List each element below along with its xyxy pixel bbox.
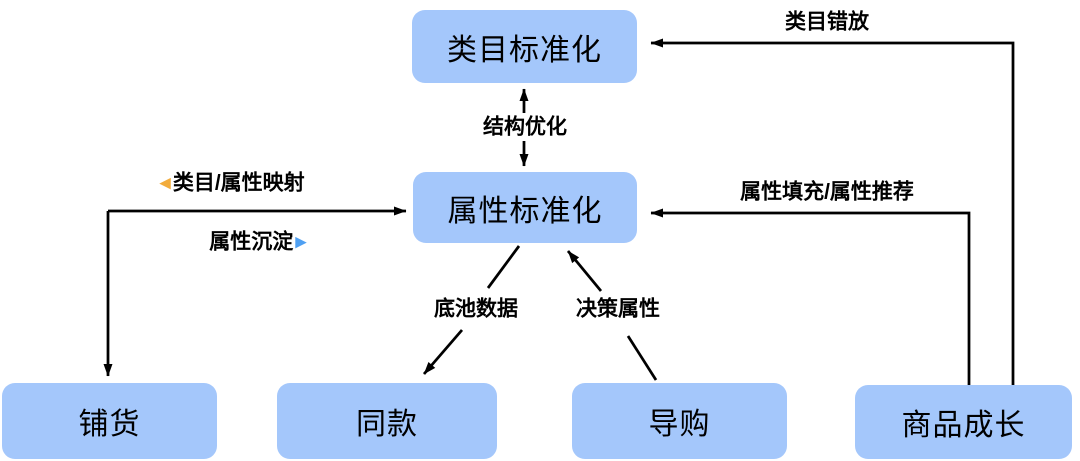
node-label: 类目标准化	[447, 33, 602, 67]
node-same-style: 同款	[277, 383, 497, 459]
node-category-standardization: 类目标准化	[412, 10, 637, 83]
node-stocking: 铺货	[2, 383, 217, 459]
node-label: 同款	[356, 408, 418, 441]
edge-attribute-fill-recommendation	[650, 208, 971, 387]
node-attribute-standardization: 属性标准化	[413, 172, 637, 243]
edge-label-category-attribute-mapping: ◀ 类目/属性映射	[159, 171, 305, 195]
node-shopping-guide: 导购	[572, 383, 787, 459]
edge-label-decision-attributes: 决策属性	[576, 297, 660, 321]
edge-label-category-misplacement: 类目错放	[785, 10, 869, 34]
node-product-growth: 商品成长	[855, 385, 1072, 459]
edge-base-pool-upper	[486, 245, 521, 289]
edge-label-attribute-sedimentation: 属性沉淀 ▶	[209, 230, 307, 254]
node-label: 属性标准化	[447, 194, 603, 228]
node-label: 商品成长	[901, 409, 1026, 442]
edge-decision-upper	[566, 250, 603, 292]
left-triangle-icon: ◀	[159, 174, 171, 192]
node-label: 导购	[648, 408, 711, 441]
edge-label-attribute-fill-recommendation: 属性填充/属性推荐	[740, 180, 914, 204]
right-triangle-icon: ▶	[295, 233, 307, 251]
node-label: 铺货	[78, 408, 141, 441]
edge-label-structure-optimization: 结构优化	[483, 115, 567, 139]
edge-category-misplacement	[650, 38, 1015, 387]
edge-label-base-pool-data: 底池数据	[434, 297, 518, 321]
edge-decision-lower	[626, 335, 658, 381]
edge-base-pool-lower	[422, 329, 464, 375]
